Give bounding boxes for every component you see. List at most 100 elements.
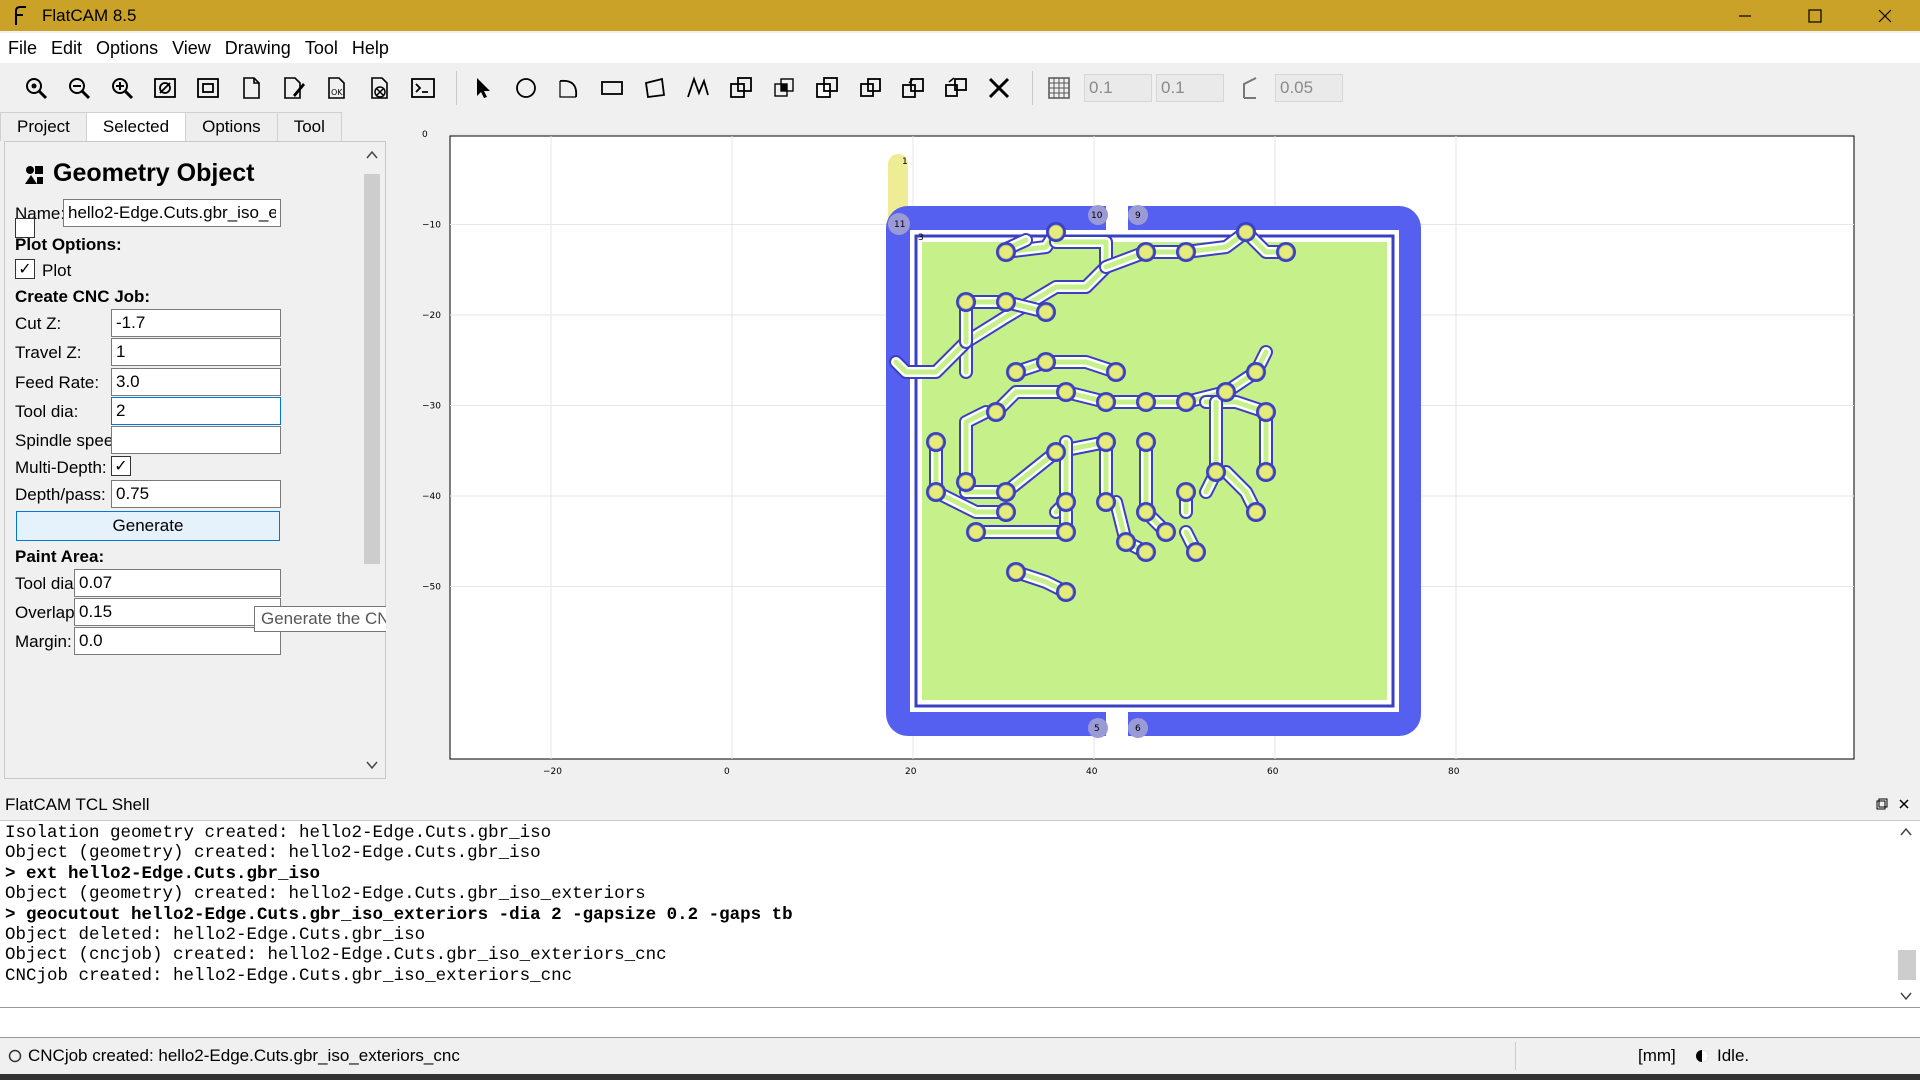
depth-pass-input[interactable] — [111, 480, 281, 508]
menu-help[interactable]: Help — [351, 37, 389, 58]
path-icon — [687, 76, 709, 98]
pad — [928, 484, 944, 500]
menu-options[interactable]: Options — [96, 37, 159, 58]
y-tick-label: −10 — [422, 221, 441, 231]
grid-snap-button[interactable] — [1041, 70, 1077, 106]
shell-line: Object (cncjob) created: hello2-Edge.Cut… — [5, 945, 667, 966]
pad — [968, 524, 984, 540]
margin-input[interactable] — [74, 627, 281, 655]
pad — [998, 484, 1014, 500]
shell-scroll-thumb[interactable] — [1898, 950, 1916, 980]
menu-file[interactable]: File — [8, 37, 38, 58]
object-name-input[interactable] — [63, 199, 281, 227]
depth-pass-label: Depth/pass: — [15, 485, 106, 504]
union-button[interactable] — [723, 70, 759, 106]
delete-object-button[interactable] — [362, 70, 398, 106]
menu-view[interactable]: View — [172, 37, 211, 58]
overlap-input[interactable] — [74, 598, 281, 626]
flatcam-logo-icon — [15, 5, 26, 25]
minimize-button[interactable] — [1710, 0, 1780, 31]
tab-options[interactable]: Options — [185, 112, 278, 141]
copy-button[interactable] — [895, 70, 931, 106]
x-tick-label: 60 — [1267, 767, 1279, 777]
menu-drawing[interactable]: Drawing — [224, 37, 291, 58]
maximize-button[interactable] — [1780, 0, 1850, 31]
shell-line: Isolation geometry created: hello2-Edge.… — [5, 823, 552, 843]
travel-z-input[interactable] — [111, 338, 281, 366]
pad — [1108, 364, 1124, 380]
feed-rate-input[interactable] — [111, 368, 281, 396]
circle-button[interactable] — [508, 70, 544, 106]
shell-output[interactable]: Isolation geometry created: hello2-Edge.… — [0, 820, 1920, 1008]
zoom-fit-button[interactable] — [18, 70, 54, 106]
pad — [1258, 404, 1274, 420]
overlap-label: Overlap: — [15, 603, 80, 622]
paint-tool-dia-input[interactable] — [74, 569, 281, 597]
update-geometry-button[interactable]: OK — [319, 70, 355, 106]
menu-edit[interactable]: Edit — [51, 37, 83, 58]
pad — [1058, 584, 1074, 600]
select-button[interactable] — [465, 70, 501, 106]
intersection-button[interactable] — [766, 70, 802, 106]
tool-dia-input[interactable] — [111, 397, 281, 425]
shell-line: CNCjob created: hello2-Edge.Cuts.gbr_iso… — [5, 965, 573, 986]
close-dock-icon[interactable] — [1898, 798, 1910, 810]
tab-project[interactable]: Project — [0, 112, 87, 141]
pad — [1178, 244, 1194, 260]
status-bar: CNCjob created: hello2-Edge.Cuts.gbr_iso… — [0, 1040, 1920, 1072]
close-button[interactable] — [1850, 0, 1920, 31]
arc-button[interactable] — [551, 70, 587, 106]
move-button[interactable] — [938, 70, 974, 106]
gap-marker — [1088, 205, 1108, 225]
corner-snap-button[interactable] — [1232, 70, 1268, 106]
rectangle-button[interactable] — [594, 70, 630, 106]
menu-tool[interactable]: Tool — [304, 37, 338, 58]
generate-button[interactable]: Generate — [16, 511, 280, 541]
edit-geometry-button[interactable] — [276, 70, 312, 106]
zoom-fit-icon — [26, 78, 48, 100]
panel-scroll-thumb[interactable] — [364, 174, 380, 564]
board-copper — [922, 242, 1387, 700]
delete-shape-button[interactable] — [981, 70, 1017, 106]
clear-plot-button[interactable] — [147, 70, 183, 106]
shell-scrollbar[interactable] — [1895, 825, 1917, 1005]
zoom-out-button[interactable] — [61, 70, 97, 106]
zoom-in-icon — [112, 78, 134, 100]
trace-copper — [933, 439, 1009, 515]
zoom-in-button[interactable] — [104, 70, 140, 106]
cut-path-button[interactable] — [852, 70, 888, 106]
multi-depth-label: Multi-Depth: — [15, 458, 107, 477]
path-button[interactable] — [680, 70, 716, 106]
cut-z-input[interactable] — [111, 309, 281, 337]
clear-plot-icon — [154, 78, 176, 98]
minimize-icon — [1739, 14, 1751, 17]
y-tick-label: −30 — [422, 402, 441, 412]
float-dock-icon[interactable] — [1876, 798, 1888, 810]
replot-button[interactable] — [190, 70, 226, 106]
new-geometry-button[interactable] — [233, 70, 269, 106]
paint-tool-dia-label: Tool dia: — [15, 574, 79, 593]
pad-label: 10 — [1091, 211, 1103, 221]
trace-copper — [963, 299, 1049, 345]
pad — [1138, 394, 1154, 410]
plot-checkbox[interactable]: ✓ — [15, 259, 35, 279]
pad — [1158, 524, 1174, 540]
window-bottom-edge — [0, 1074, 1920, 1080]
multi-depth-checkbox[interactable]: ✓ — [111, 456, 131, 476]
spindle-speed-input[interactable] — [111, 426, 281, 454]
update-geometry-icon: OK — [328, 77, 345, 99]
tab-tool[interactable]: Tool — [276, 112, 342, 141]
subtraction-button[interactable] — [809, 70, 845, 106]
gap-marker — [1088, 718, 1108, 738]
snap-max-input[interactable] — [1275, 74, 1343, 102]
grid-x-input[interactable] — [1084, 74, 1152, 102]
shell-button[interactable] — [405, 70, 441, 106]
grid-y-input[interactable] — [1156, 74, 1224, 102]
panel-scrollbar[interactable] — [361, 146, 383, 776]
tab-selected[interactable]: Selected — [85, 112, 187, 141]
polygon-button[interactable] — [637, 70, 673, 106]
shell-input[interactable] — [0, 1008, 1920, 1038]
margin-label: Margin: — [15, 632, 72, 651]
